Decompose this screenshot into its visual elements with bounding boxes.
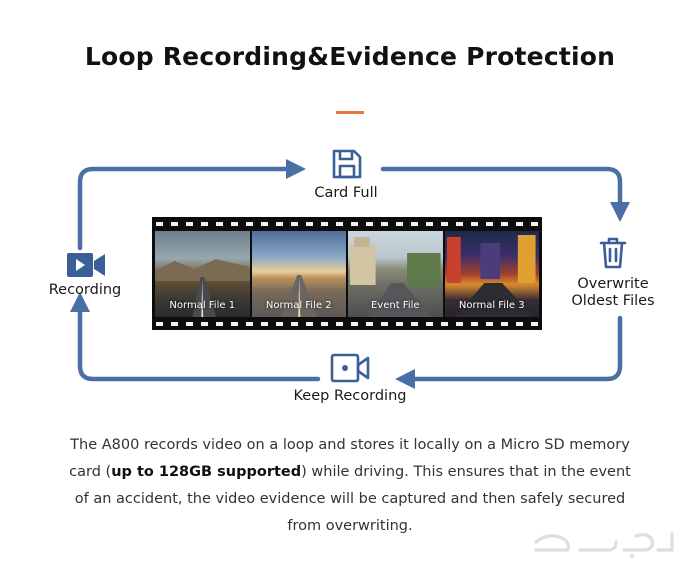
overwrite-label-line2: Oldest Files — [571, 293, 655, 309]
save-icon — [332, 149, 362, 179]
night-city-scene-icon — [446, 235, 536, 317]
loop-arrow-right-lower — [407, 315, 623, 382]
film-frame-event: Event File — [348, 231, 443, 317]
street-scene-icon — [349, 237, 441, 317]
recording-label: Recording — [48, 282, 122, 298]
frame-label-3: Event File — [370, 300, 420, 311]
film-perforations-top — [152, 220, 542, 227]
overwrite-label: Overwrite Oldest Files — [555, 276, 671, 310]
arrowhead-top — [286, 159, 306, 179]
frame-label-4: Normal File 3 — [458, 300, 525, 311]
frame-label-1: Normal File 1 — [169, 300, 236, 311]
recording-camera-icon — [67, 253, 105, 277]
film-perforations-bottom — [152, 320, 542, 327]
loop-arrow-bottom-left — [77, 302, 321, 382]
film-frame-normal-3: Normal File 3 — [444, 231, 539, 317]
overwrite-label-line1: Overwrite — [577, 276, 649, 292]
frame-label-2: Normal File 2 — [265, 300, 332, 311]
film-frame-normal-2: Normal File 2 — [251, 231, 346, 317]
loop-arrow-top-right — [380, 166, 623, 211]
arrowhead-right — [610, 202, 630, 222]
film-frames: Normal File 1 Normal File 2 Event File — [155, 231, 539, 317]
card-full-label: Card Full — [314, 185, 378, 201]
arrowhead-left — [70, 292, 90, 312]
arrowhead-bottom — [395, 369, 415, 389]
description-part2: ) while driving. This ensures that in th… — [74, 464, 631, 534]
description-part1: The A800 records video on a loop and sto… — [69, 437, 630, 480]
title-accent-bar — [336, 111, 364, 114]
keep-recording-label: Keep Recording — [293, 388, 407, 404]
trash-icon — [599, 237, 627, 269]
description-text: The A800 records video on a loop and sto… — [60, 432, 640, 540]
page-title: Loop Recording&Evidence Protection — [84, 42, 616, 71]
description-bold: up to 128GB supported — [111, 464, 302, 480]
film-frame-normal-1: Normal File 1 — [155, 231, 250, 317]
road-scene-icon — [155, 259, 250, 317]
highway-scene-icon — [281, 275, 317, 317]
film-strip: Normal File 1 Normal File 2 Event File — [152, 217, 542, 330]
haraj-watermark-logo — [534, 532, 674, 559]
video-camera-icon — [330, 353, 370, 383]
loop-arrow-top-left — [77, 166, 293, 251]
